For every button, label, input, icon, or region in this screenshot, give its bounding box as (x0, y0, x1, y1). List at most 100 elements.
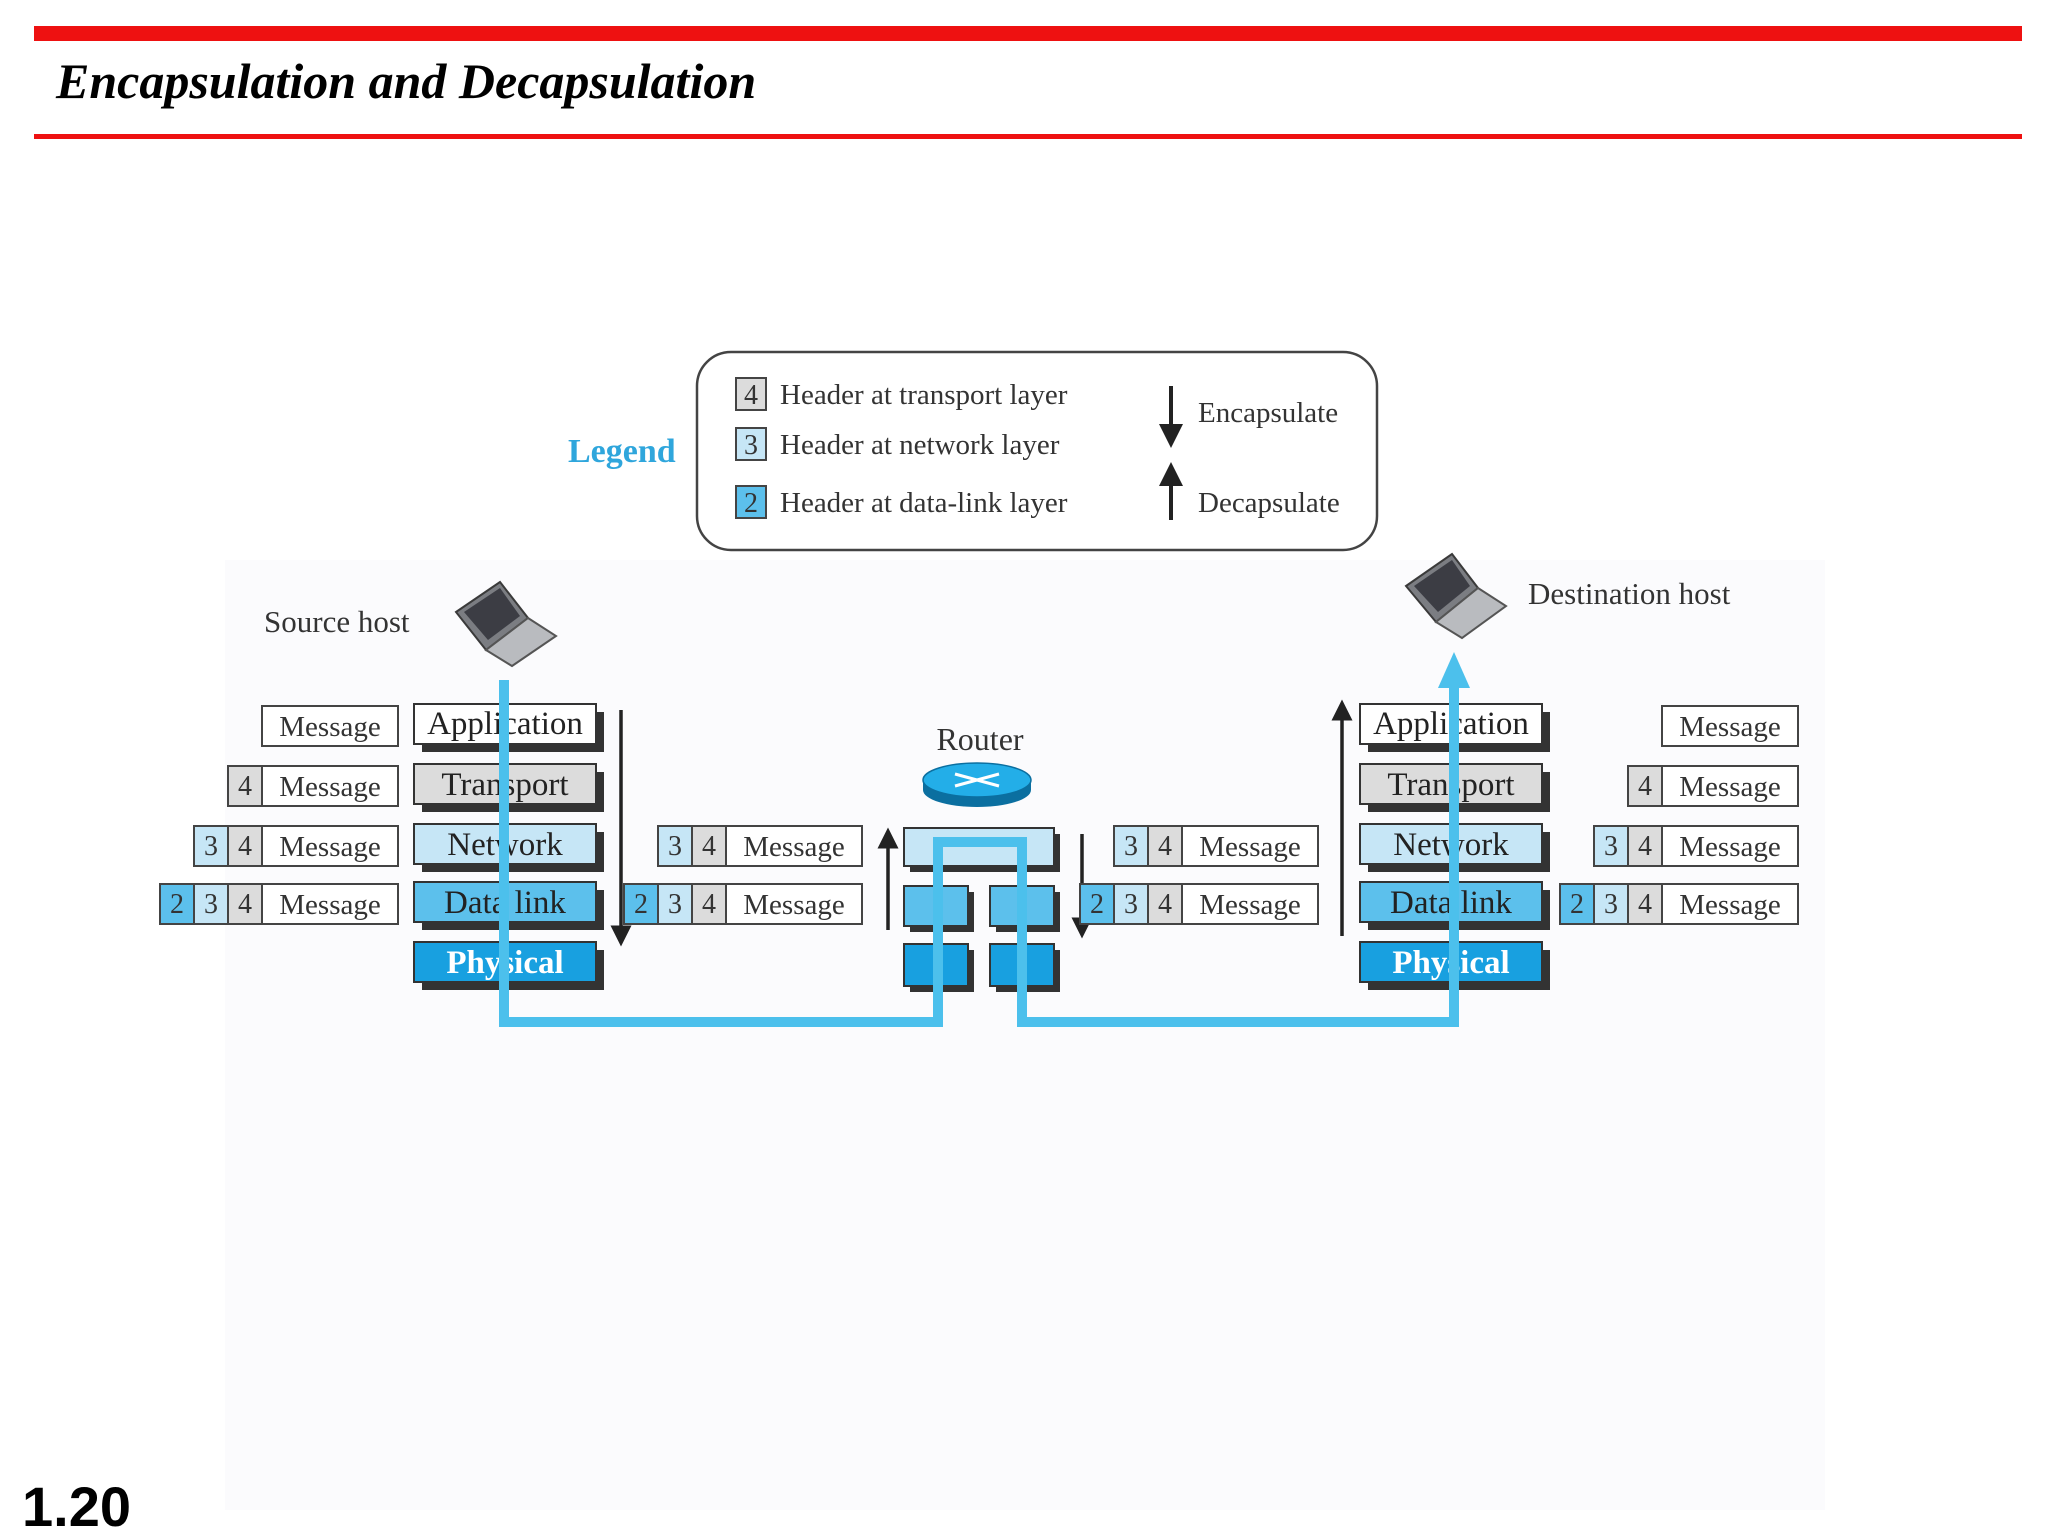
source-packet-3-header-2 (159, 883, 195, 925)
source-host-label: Source host (264, 604, 410, 639)
source-packet-2-message-box (261, 825, 399, 867)
destination-packet-0: Message (1661, 705, 1799, 747)
router-right-packet-0-header-4-label: 4 (1158, 831, 1172, 862)
router-right-packet-0-message-box (1181, 825, 1319, 867)
destination-packet-3-header-3-label: 3 (1604, 889, 1618, 920)
slide-title: Encapsulation and Decapsulation (56, 53, 757, 109)
destination-packet-0-message-box (1661, 705, 1799, 747)
legend-box-2 (735, 485, 767, 519)
router-right-packet-0-header-3-label: 3 (1124, 831, 1138, 862)
page-number: 1.20 (22, 1475, 131, 1538)
router-left-packet-1-header-2 (623, 883, 659, 925)
source-packet-1-message-box (261, 765, 399, 807)
router-left-packet-1-message-label: Message (743, 889, 844, 921)
router-right-packet-0: Message 43 (1113, 825, 1319, 867)
source-packet-3-header-3 (193, 883, 229, 925)
legend-box-3-label: 3 (744, 430, 758, 461)
source-packet-0: Message (261, 705, 399, 747)
destination-host-label: Destination host (1528, 576, 1731, 611)
destination-packet-2-header-3 (1593, 825, 1629, 867)
source-packet-0-message-box (261, 705, 399, 747)
source-laptop-icon (454, 580, 558, 668)
destination-packet-3-header-2 (1559, 883, 1595, 925)
router-right-packet-1: Message 432 (1079, 883, 1319, 925)
source-layer-physical: Physical (413, 941, 604, 990)
source-packet-3: Message 432 (159, 883, 399, 925)
legend-item-network: Header at network layer (780, 429, 1060, 461)
destination-packet-2-message-box (1661, 825, 1799, 867)
source-packet-3-header-4 (227, 883, 263, 925)
source-layer-datalink: Data link (413, 881, 604, 930)
destination-packet-3-header-4-label: 4 (1638, 889, 1652, 920)
destination-packet-1-message-label: Message (1679, 771, 1780, 803)
legend-box-4 (735, 377, 767, 411)
destination-packet-2-header-3-label: 3 (1604, 831, 1618, 862)
legend-encapsulate: Encapsulate (1198, 397, 1338, 429)
source-packet-3-header-4-label: 4 (238, 889, 252, 920)
router-right-packet-1-header-3-label: 3 (1124, 889, 1138, 920)
destination-packet-1-header-4-label: 4 (1638, 771, 1652, 802)
router-right-packet-1-header-4 (1147, 883, 1183, 925)
router-right-packet-1-header-2 (1079, 883, 1115, 925)
destination-laptop-icon (1404, 552, 1508, 640)
source-packet-3-message-label: Message (279, 889, 380, 921)
flow-arrowhead-icon (1438, 652, 1470, 688)
router-left-packet-0-message-box (725, 825, 863, 867)
router-left-packet-0: Message 43 (657, 825, 863, 867)
legend-title: Legend (568, 433, 676, 470)
source-packet-2-header-3-label: 3 (204, 831, 218, 862)
destination-packet-0-message-label: Message (1679, 711, 1780, 743)
source-packet-3-header-2-label: 2 (170, 889, 184, 920)
source-packet-0-message-label: Message (279, 711, 380, 743)
title-rule-bottom (34, 134, 2022, 139)
router-right-packet-1-header-2-label: 2 (1090, 889, 1104, 920)
legend: Legend 4 Header at transport layer 3 Hea… (568, 350, 1379, 552)
destination-packet-2-header-4-label: 4 (1638, 831, 1652, 862)
packet-boxes: MessageMessage4Message43Message432Messag… (159, 705, 1799, 925)
destination-packet-1: Message 4 (1627, 765, 1799, 807)
destination-packet-1-message-box (1661, 765, 1799, 807)
destination-packet-3-message-box (1661, 883, 1799, 925)
router-left-packet-0-message-label: Message (743, 831, 844, 863)
source-packet-1-header-4 (227, 765, 263, 807)
destination-packet-1-header-4 (1627, 765, 1663, 807)
router-left-packet-0-header-4-label: 4 (702, 831, 716, 862)
router-left-packet-1-message-box (725, 883, 863, 925)
source-packet-2-header-4-label: 4 (238, 831, 252, 862)
router-label: Router (936, 721, 1023, 757)
router-right-packet-1-header-3 (1113, 883, 1149, 925)
legend-decapsulate: Decapsulate (1198, 487, 1340, 519)
source-packet-3-header-3-label: 3 (204, 889, 218, 920)
router-right-packet-1-header-4-label: 4 (1158, 889, 1172, 920)
router-left-packet-1-header-4-label: 4 (702, 889, 716, 920)
source-packet-2-header-4 (227, 825, 263, 867)
legend-box-4-label: 4 (744, 380, 758, 411)
legend-item-transport: Header at transport layer (780, 379, 1068, 411)
router-right-packet-1-message-label: Message (1199, 889, 1300, 921)
router-right-packet-0-message-label: Message (1199, 831, 1300, 863)
source-packet-2-header-3 (193, 825, 229, 867)
source-packet-1-header-4-label: 4 (238, 771, 252, 802)
source-layer-transport: Transport (413, 763, 604, 812)
packet-flow-path (499, 680, 1459, 1027)
legend-box-3 (735, 427, 767, 461)
router-left-packet-0-header-3-label: 3 (668, 831, 682, 862)
legend-item-datalink: Header at data-link layer (780, 487, 1068, 519)
legend-frame (695, 350, 1379, 552)
source-packet-1: Message 4 (227, 765, 399, 807)
legend-box-2-label: 2 (744, 488, 758, 519)
router-left-packet-1-header-3-label: 3 (668, 889, 682, 920)
source-packet-3-message-box (261, 883, 399, 925)
router-left-packet-1: Message 432 (623, 883, 863, 925)
router-left-packet-0-header-3 (657, 825, 693, 867)
destination-packet-2-message-label: Message (1679, 831, 1780, 863)
router-icon (922, 762, 1032, 807)
title-rule-top (34, 26, 2022, 41)
router-right-packet-0-header-3 (1113, 825, 1149, 867)
router-left-packet-1-header-2-label: 2 (634, 889, 648, 920)
source-packet-1-message-label: Message (279, 771, 380, 803)
destination-packet-3-header-2-label: 2 (1570, 889, 1584, 920)
